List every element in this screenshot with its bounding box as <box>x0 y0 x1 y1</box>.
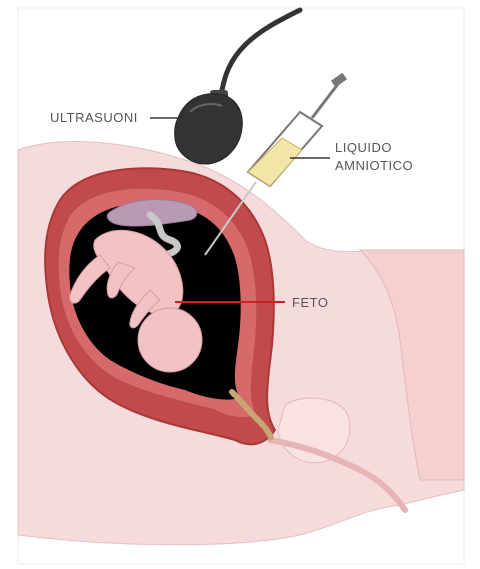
amniotic-fluid-label-line1: LIQUIDO <box>335 140 392 155</box>
ultrasound-label: ULTRASUONI <box>50 110 138 125</box>
amniotic-fluid-label-line2: AMNIOTICO <box>335 158 413 173</box>
fetus-label: FETO <box>292 295 328 310</box>
